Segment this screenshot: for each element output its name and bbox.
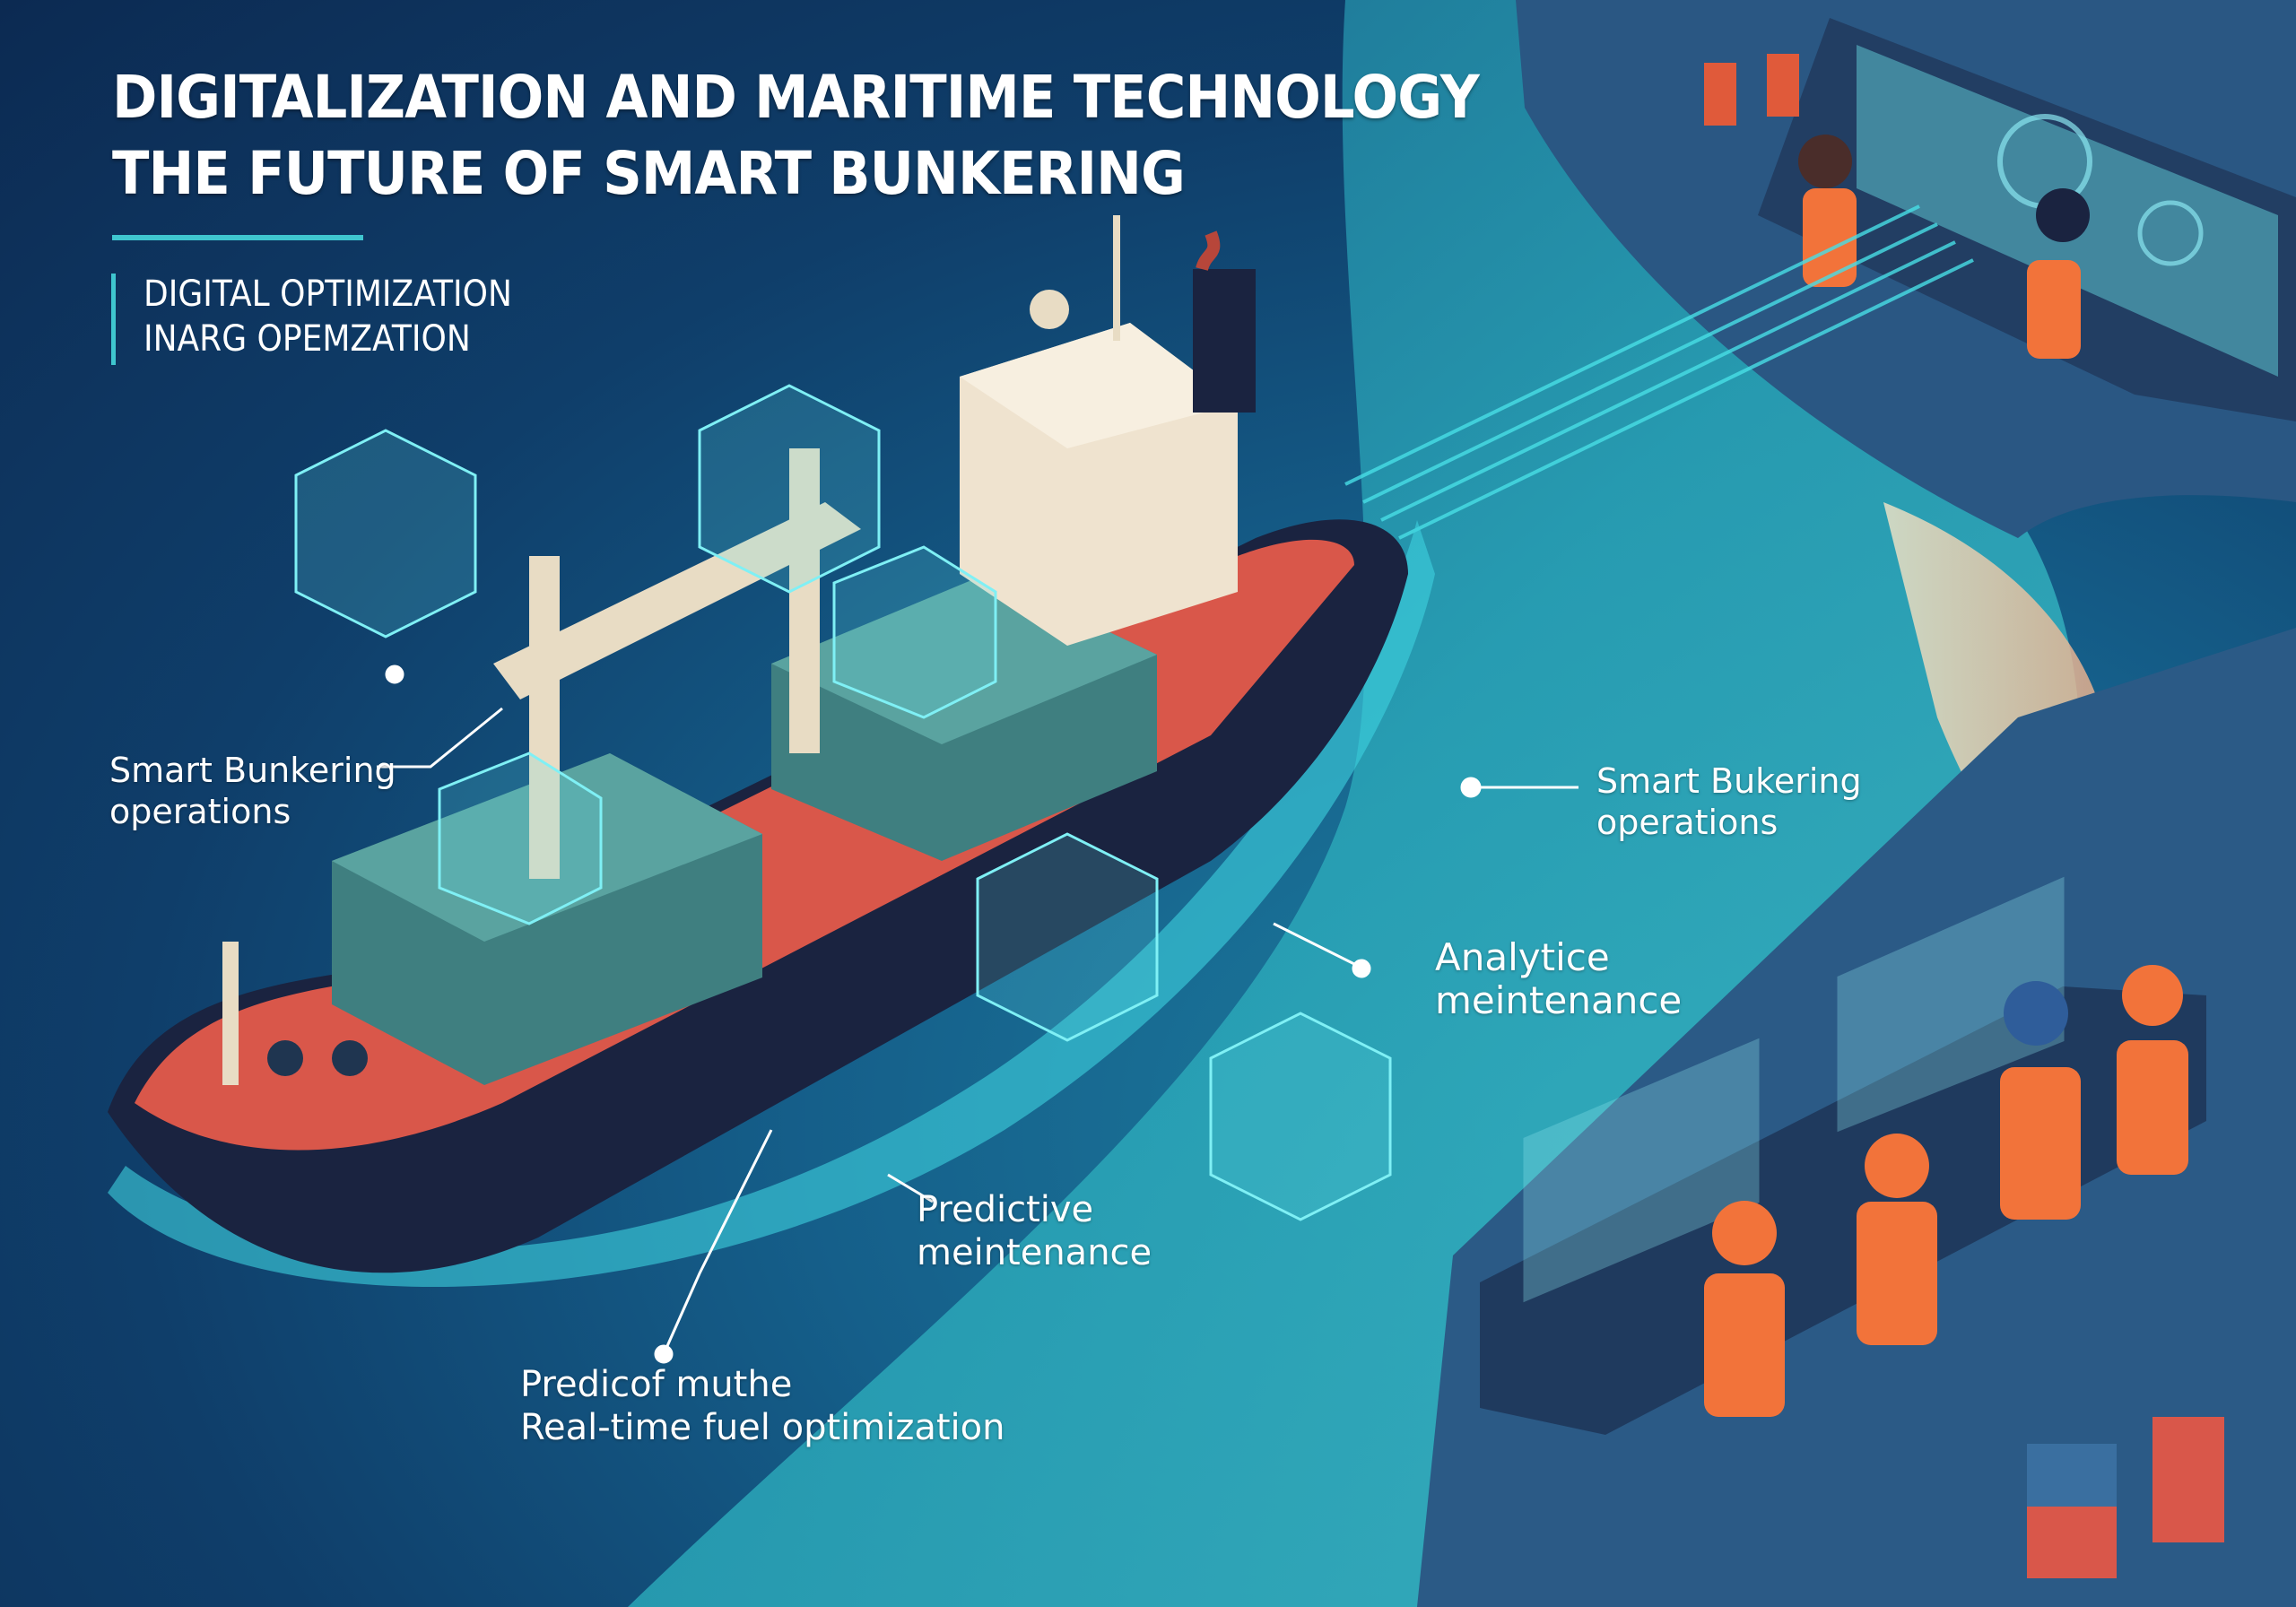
container-ship (108, 215, 1435, 1287)
subtitle-line-2: INARG OPEMZATION (144, 318, 471, 360)
callout-real-time-fuel-optimization: Predicof muthe Real-time fuel optimizati… (520, 1364, 1005, 1448)
callout-predictive-maintenance: Predictive meintenance (917, 1189, 1152, 1273)
page-title-line-2: THE FUTURE OF SMART BUNKERING (112, 139, 1186, 208)
iot-sensor-cubes (294, 384, 1392, 1221)
title-accent-line (112, 235, 363, 240)
data-beams (1344, 204, 1974, 540)
callout-smart-bunkering-right: Smart Bukering operations (1596, 761, 1862, 842)
callout-connectors (377, 665, 1578, 1364)
callout-analytics-maintenance: Analytice meintenance (1435, 935, 1683, 1022)
subtitle-accent-bar (111, 274, 116, 365)
control-room-top (1704, 18, 2296, 421)
page-title-line-1: DIGITALIZATION AND MARITIME TECHNOLOGY (112, 63, 1480, 132)
control-room-bottom (1480, 876, 2224, 1578)
callout-smart-bunkering-left: Smart Bunkering operations (109, 751, 396, 831)
subtitle-line-1: DIGITAL OPTIMIZATION (144, 274, 512, 315)
